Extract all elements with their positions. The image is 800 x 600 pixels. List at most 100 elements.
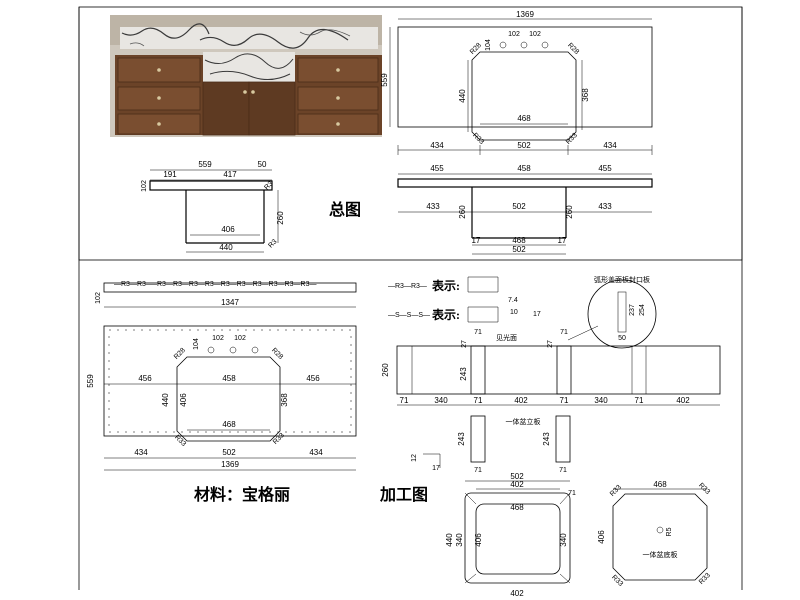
svg-text:434: 434 xyxy=(603,141,617,150)
svg-text:27: 27 xyxy=(547,340,554,348)
svg-text:—R3—R3—R3—R3—R3—R3—R3—R3—R3—R3: —R3—R3—R3—R3—R3—R3—R3—R3—R3—R3— xyxy=(150,281,316,288)
svg-text:406: 406 xyxy=(597,530,606,544)
svg-text:456: 456 xyxy=(306,374,320,383)
svg-text:340: 340 xyxy=(434,396,448,405)
svg-text:260: 260 xyxy=(276,211,285,225)
svg-text:R33: R33 xyxy=(697,482,711,496)
svg-text:260: 260 xyxy=(381,363,390,377)
process-top-strip: —R3—R3— —R3—R3—R3—R3—R3—R3—R3—R3—R3—R3— … xyxy=(95,281,357,308)
svg-text:—R3—R3—: —R3—R3— xyxy=(388,283,427,290)
svg-text:R33: R33 xyxy=(272,432,286,446)
svg-text:502: 502 xyxy=(510,472,524,481)
svg-text:243: 243 xyxy=(542,432,551,446)
svg-text:440: 440 xyxy=(219,243,233,252)
svg-text:见光面: 见光面 xyxy=(496,333,517,342)
svg-text:R33: R33 xyxy=(565,132,579,146)
svg-text:434: 434 xyxy=(134,448,148,457)
svg-text:468: 468 xyxy=(222,420,236,429)
svg-text:406: 406 xyxy=(474,533,483,547)
svg-text:455: 455 xyxy=(598,164,612,173)
svg-text:27: 27 xyxy=(461,340,468,348)
svg-text:455: 455 xyxy=(430,164,444,173)
svg-text:102: 102 xyxy=(141,180,148,192)
svg-text:468: 468 xyxy=(653,480,667,489)
svg-text:—R3—R3—: —R3—R3— xyxy=(114,281,153,288)
svg-text:71: 71 xyxy=(474,396,483,405)
svg-text:340: 340 xyxy=(559,533,568,547)
svg-text:433: 433 xyxy=(598,202,612,211)
svg-text:440: 440 xyxy=(161,393,170,407)
overall-side-section: 559 50 191 417 102 260 406 440 R3 R3 xyxy=(141,160,285,253)
svg-text:102: 102 xyxy=(508,31,520,38)
svg-text:243: 243 xyxy=(457,432,466,446)
svg-text:104: 104 xyxy=(485,39,492,51)
svg-text:402: 402 xyxy=(514,396,528,405)
svg-text:17: 17 xyxy=(558,236,567,245)
svg-text:434: 434 xyxy=(430,141,444,150)
svg-text:468: 468 xyxy=(517,114,531,123)
svg-text:17: 17 xyxy=(533,311,541,318)
svg-text:71: 71 xyxy=(568,490,576,497)
svg-text:468: 468 xyxy=(512,236,526,245)
svg-text:559: 559 xyxy=(86,374,95,388)
svg-text:表示:: 表示: xyxy=(431,307,460,322)
svg-text:340: 340 xyxy=(594,396,608,405)
svg-text:191: 191 xyxy=(163,170,177,179)
svg-text:71: 71 xyxy=(560,396,569,405)
svg-text:R33: R33 xyxy=(609,484,623,498)
svg-text:50: 50 xyxy=(258,160,267,169)
svg-text:433: 433 xyxy=(426,202,440,211)
svg-text:表示:: 表示: xyxy=(431,278,460,293)
title-overall: 总图 xyxy=(329,200,361,219)
svg-text:559: 559 xyxy=(198,160,212,169)
svg-text:434: 434 xyxy=(309,448,323,457)
svg-text:502: 502 xyxy=(517,141,531,150)
svg-text:71: 71 xyxy=(560,329,568,336)
svg-text:71: 71 xyxy=(474,467,482,474)
basin-bottom-board: 468 406 R5 一体盆底板 R33 R33 R33 R33 xyxy=(597,480,712,588)
svg-text:340: 340 xyxy=(455,533,464,547)
svg-text:12: 12 xyxy=(411,454,418,462)
svg-text:71: 71 xyxy=(474,329,482,336)
process-front-elevation: 见光面 260 243 27 27 71 71 71 340 71 402 71… xyxy=(381,329,721,406)
svg-text:458: 458 xyxy=(517,164,531,173)
dim-1369: 1369 xyxy=(516,10,534,19)
svg-text:458: 458 xyxy=(222,374,236,383)
svg-text:402: 402 xyxy=(510,480,524,489)
svg-text:417: 417 xyxy=(223,170,237,179)
svg-text:402: 402 xyxy=(510,589,524,598)
svg-text:102: 102 xyxy=(95,292,102,304)
callout-detail: 弧形盖面板封口板 237 254 50 xyxy=(567,275,657,349)
svg-text:弧形盖面板封口板: 弧形盖面板封口板 xyxy=(594,275,650,284)
legend: —R3—R3— 表示: —S—S—S— 表示: 7.4 10 17 xyxy=(388,276,541,323)
svg-text:—S—S—S—: —S—S—S— xyxy=(388,312,430,319)
svg-text:406: 406 xyxy=(221,225,235,234)
svg-text:260: 260 xyxy=(565,205,574,219)
svg-text:71: 71 xyxy=(400,396,409,405)
svg-text:R5: R5 xyxy=(666,527,673,536)
svg-text:50: 50 xyxy=(618,335,626,342)
svg-text:R3: R3 xyxy=(263,180,274,191)
vanity-photo xyxy=(110,15,382,137)
svg-text:1369: 1369 xyxy=(221,460,239,469)
svg-text:R28: R28 xyxy=(566,42,580,56)
svg-text:71: 71 xyxy=(635,396,644,405)
svg-text:368: 368 xyxy=(280,393,289,407)
svg-text:440: 440 xyxy=(445,533,454,547)
svg-text:R33: R33 xyxy=(471,132,485,146)
svg-text:102: 102 xyxy=(529,31,541,38)
svg-text:R33: R33 xyxy=(698,572,712,586)
svg-text:102: 102 xyxy=(212,335,224,342)
svg-text:17: 17 xyxy=(432,465,440,472)
svg-text:R3: R3 xyxy=(267,238,278,249)
basin-plan: 502 402 468 402 440 340 406 340 71 xyxy=(445,472,576,598)
svg-text:559: 559 xyxy=(380,73,389,87)
svg-text:1347: 1347 xyxy=(221,298,239,307)
svg-text:402: 402 xyxy=(676,396,690,405)
basin-side-boards: 243 71 243 71 一体盆立板 12 17 xyxy=(411,415,571,474)
svg-text:104: 104 xyxy=(193,338,200,350)
svg-text:368: 368 xyxy=(581,88,590,102)
svg-text:71: 71 xyxy=(559,467,567,474)
svg-text:102: 102 xyxy=(234,335,246,342)
